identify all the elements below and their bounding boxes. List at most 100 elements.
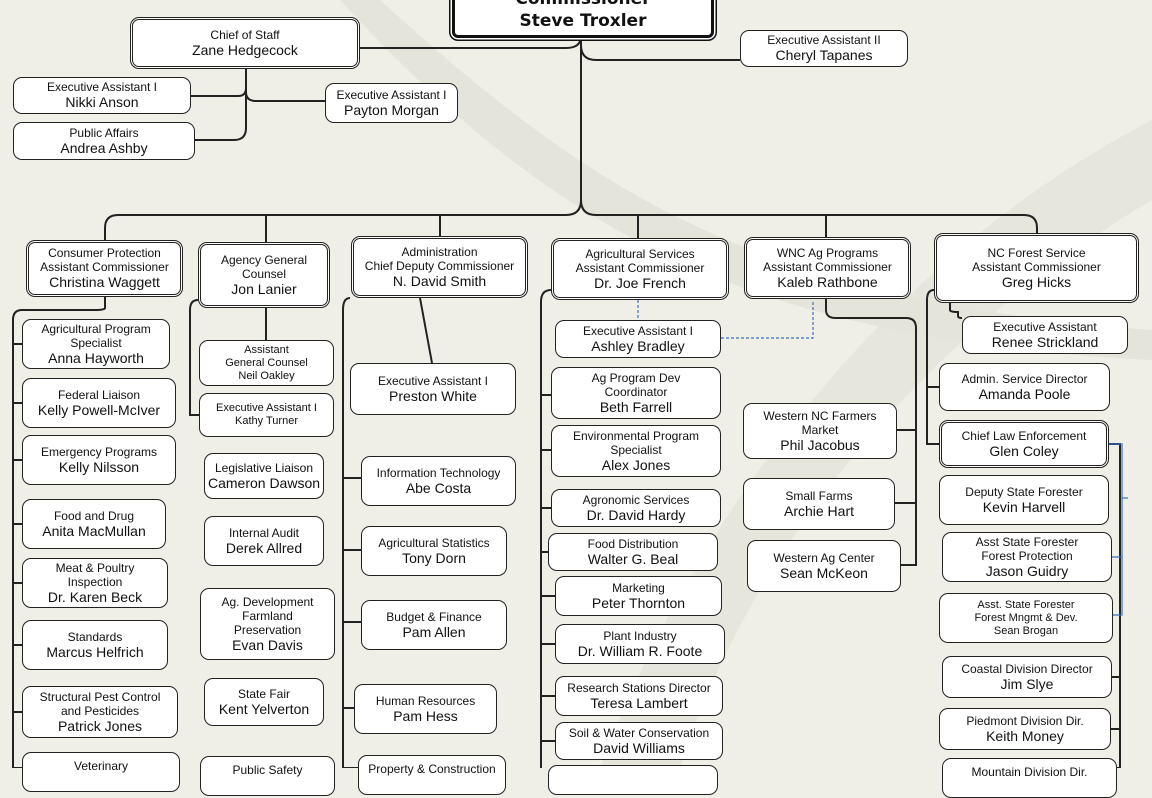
position-title: and Pesticides [60, 703, 140, 718]
position-title: Internal Audit [228, 525, 300, 540]
position-title: Meat & Poultry [55, 560, 135, 575]
person-name: N. David Smith [392, 272, 487, 289]
person-name: Anita MacMullan [42, 522, 146, 539]
position-title: Asst State Forester [975, 534, 1079, 549]
position-title: Food and Drug [53, 508, 135, 523]
position-title: Piedmont Division Dir. [966, 713, 1084, 728]
position-title: Western NC Farmers [763, 408, 877, 423]
position-title: Legislative Liaison [214, 460, 314, 475]
person-name: Sean McKeon [780, 564, 868, 581]
position-title: Public Safety [232, 763, 303, 777]
org-box-public-safety: Public Safety [200, 756, 335, 796]
position-title: Agricultural Statistics [378, 535, 490, 550]
person-name: Ashley Bradley [591, 337, 685, 354]
position-title: Assistant Commissioner [40, 260, 169, 274]
position-title: Western Ag Center [773, 550, 875, 565]
position-title: Veterinary [73, 759, 129, 773]
person-name: Renee Strickland [991, 333, 1099, 350]
position-title: Budget & Finance [386, 609, 482, 624]
person-name: Andrea Ashby [60, 139, 148, 156]
position-title: Ag Program Dev [591, 370, 681, 385]
person-name: Abe Costa [405, 479, 472, 496]
position-title: Ag. Development [221, 594, 314, 609]
position-title: Coordinator [604, 384, 668, 399]
person-name: Beth Farrell [599, 398, 673, 415]
person-name: Sean Brogan [993, 624, 1059, 637]
position-title: Soil & Water Conservation [568, 725, 710, 740]
position-title: Forest Protection [981, 548, 1073, 563]
person-name: Dr. Karen Beck [47, 588, 143, 605]
person-name: Cameron Dawson [207, 474, 321, 491]
position-title: Assistant Commissioner [575, 260, 705, 275]
org-box-ag-partial [548, 765, 718, 795]
person-name: Kelly Powell-McIver [37, 401, 161, 418]
position-title: Marketing [612, 580, 665, 595]
person-name: Payton Morgan [344, 101, 439, 118]
person-name: Kelly Nilsson [58, 458, 140, 475]
org-connector-lines [12, 35, 1128, 768]
person-name: Pam Hess [393, 707, 458, 724]
position-title: Executive Assistant I [46, 80, 158, 94]
position-title: Property & Construction [368, 762, 496, 776]
position-title: Food Distribution [587, 536, 679, 551]
position-title: Environmental Program [572, 428, 700, 443]
person-name: Cheryl Tapanes [775, 47, 873, 63]
position-title: Specialist [70, 335, 122, 350]
person-name: Keith Money [986, 727, 1064, 744]
person-name: Derek Allred [225, 539, 303, 556]
person-name: David Williams [593, 739, 685, 756]
position-title: Consumer Protection [48, 246, 161, 260]
position-title: Chief of Staff [210, 27, 280, 42]
position-title: Executive Assistant II [767, 33, 881, 47]
position-title: Human Resources [375, 693, 476, 708]
position-title: Specialist [610, 442, 662, 457]
person-name: Walter G. Beal [587, 550, 679, 567]
person-name: Tony Dorn [402, 549, 466, 566]
position-title: Standards [67, 629, 123, 644]
person-name: Kent Yelverton [218, 700, 310, 717]
position-title: Executive Assistant I [336, 87, 447, 102]
person-name: Jon Lanier [231, 280, 297, 297]
position-title: Inspection [67, 574, 123, 589]
person-name: Dr. Joe French [594, 274, 686, 291]
person-name: Pam Allen [402, 623, 466, 640]
position-title: Agronomic Services [582, 492, 690, 507]
org-box-property: Property & Construction [358, 755, 506, 795]
position-title: Emergency Programs [40, 444, 158, 459]
position-title: Small Farms [785, 488, 853, 503]
position-title: Public Affairs [69, 125, 139, 140]
org-box-commissioner: CommissionerSteve Troxler [452, 0, 714, 38]
position-title: NC Forest Service [987, 245, 1086, 260]
person-name: Jason Guidry [985, 562, 1069, 579]
person-name: Jim Slye [1000, 675, 1054, 692]
position-title: Agricultural Services [585, 246, 695, 261]
person-name: Teresa Lambert [590, 694, 688, 711]
position-title: Plant Industry [603, 628, 677, 643]
